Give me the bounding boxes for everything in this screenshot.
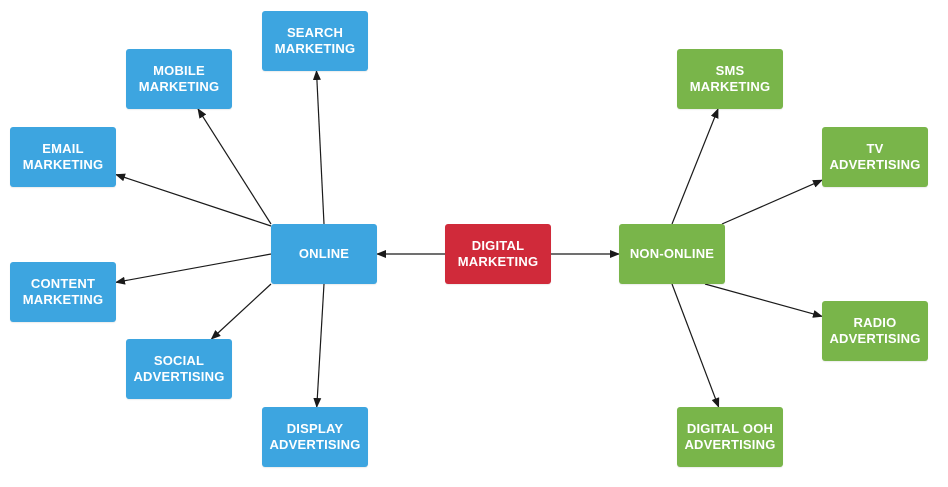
arrow-non-online-to-digital-ooh-advertising [671,283,720,408]
node-radio-advertising[interactable]: RADIO ADVERTISING [822,301,928,361]
arrow-online-to-mobile-marketing [197,108,272,225]
node-display-advertising[interactable]: DISPLAY ADVERTISING [262,407,368,467]
node-content-marketing[interactable]: CONTENT MARKETING [10,262,116,322]
node-non-online[interactable]: NON-ONLINE [619,224,725,284]
arrow-online-to-content-marketing [115,253,272,285]
node-social-advertising[interactable]: SOCIAL ADVERTISING [126,339,232,399]
arrow-non-online-to-radio-advertising [704,283,823,318]
arrow-online-to-search-marketing [312,70,325,225]
node-tv-advertising[interactable]: TV ADVERTISING [822,127,928,187]
node-digital-ooh-advertising[interactable]: DIGITAL OOH ADVERTISING [677,407,783,467]
node-sms-marketing[interactable]: SMS MARKETING [677,49,783,109]
arrow-online-to-email-marketing [115,173,272,227]
node-search-marketing[interactable]: SEARCH MARKETING [262,11,368,71]
node-online[interactable]: ONLINE [271,224,377,284]
node-digital-marketing[interactable]: DIGITAL MARKETING [445,224,551,284]
node-email-marketing[interactable]: EMAIL MARKETING [10,127,116,187]
arrow-online-to-display-advertising [313,283,325,408]
arrow-non-online-to-sms-marketing [671,108,719,225]
arrow-non-online-to-tv-advertising [721,179,823,225]
node-mobile-marketing[interactable]: MOBILE MARKETING [126,49,232,109]
arrow-online-to-social-advertising [210,283,272,340]
